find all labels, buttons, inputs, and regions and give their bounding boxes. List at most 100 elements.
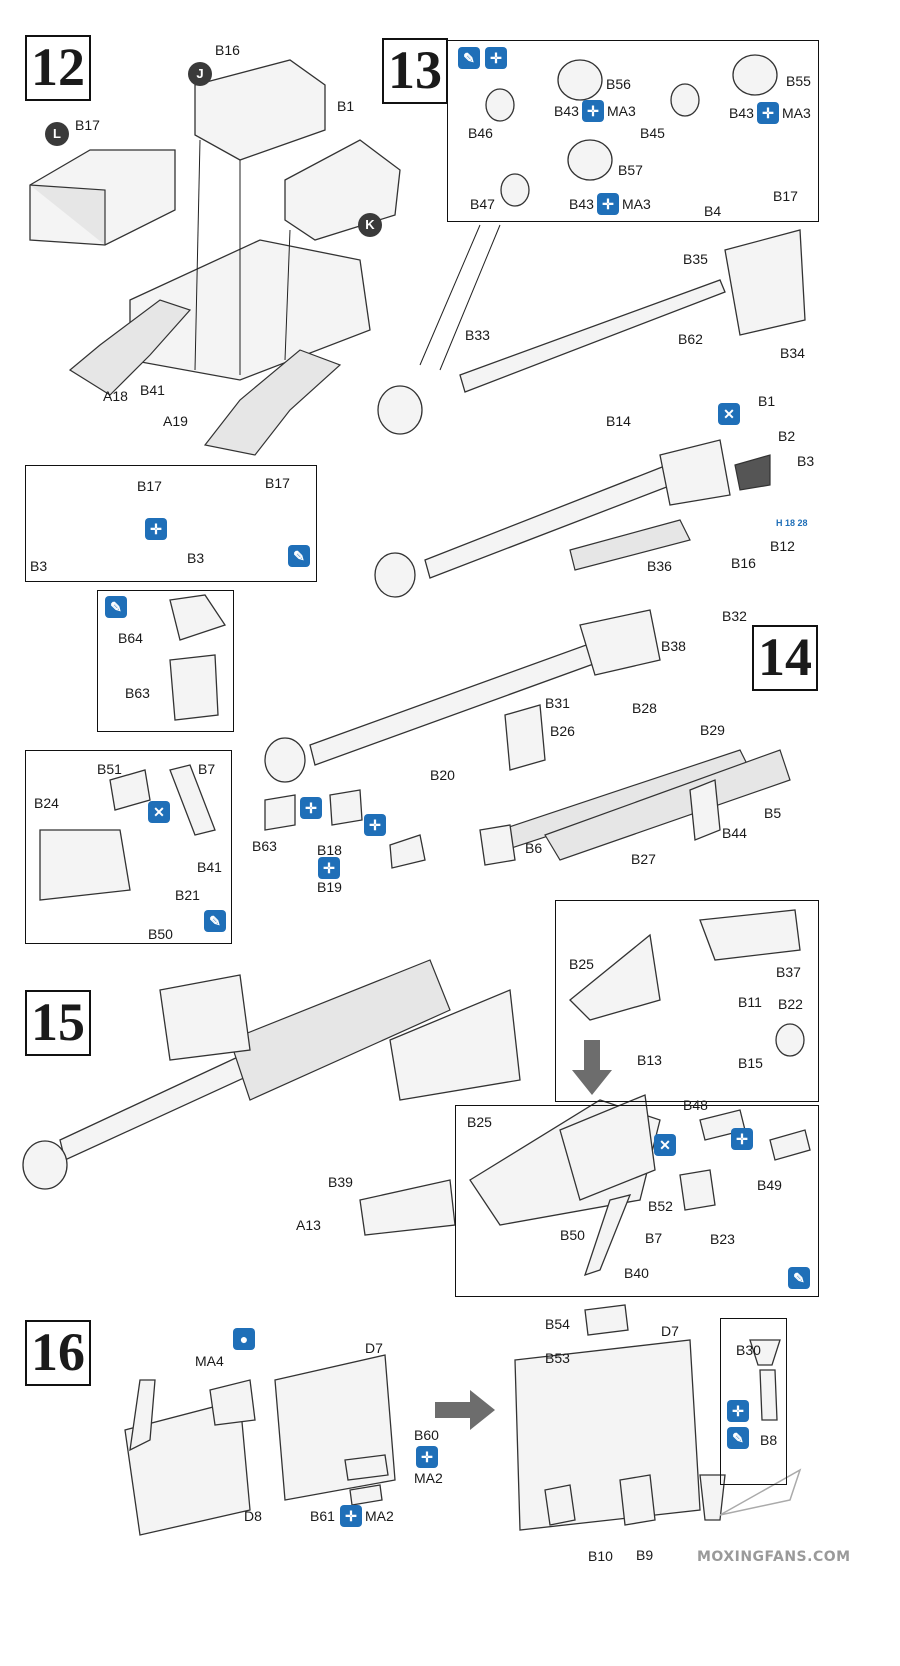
label-B34: B34: [780, 345, 805, 361]
label-B57: B57: [618, 162, 643, 178]
label-B25-a: B25: [569, 956, 594, 972]
label-D8: D8: [244, 1508, 262, 1524]
label-B18: B18: [317, 842, 342, 858]
step-number-15: 15: [25, 990, 91, 1056]
label-B17-c: B17: [265, 475, 290, 491]
badge-j: J: [188, 62, 212, 86]
label-B3-b: B3: [187, 550, 205, 566]
down-arrow: [572, 1040, 612, 1095]
label-B61: B61: [310, 1508, 335, 1524]
label-B26: B26: [550, 723, 575, 739]
label-B63-a: B63: [125, 685, 150, 701]
part-B2: [734, 454, 771, 491]
label-B46: B46: [468, 125, 493, 141]
trail-left: [159, 974, 251, 1061]
label-B4: B4: [704, 203, 722, 219]
panel-right: [559, 1094, 656, 1201]
cement-icon: ✛: [757, 102, 779, 124]
label-B14: B14: [606, 413, 631, 429]
label-B16: B16: [215, 42, 240, 58]
remove-icon: ✕: [148, 801, 170, 823]
cement-icon: ✛: [582, 100, 604, 122]
glue-brush-icon: ✎: [288, 545, 310, 567]
breech-step14: [579, 609, 661, 676]
label-B30: B30: [736, 1342, 761, 1358]
cement-icon: ✛: [340, 1505, 362, 1527]
cement-icon: ✛: [597, 193, 619, 215]
label-B55: B55: [786, 73, 811, 89]
label-MA3-c: MA3: [622, 196, 651, 212]
step-number-13: 13: [382, 38, 448, 104]
part-B37: [699, 909, 801, 961]
cement-icon: ✛: [318, 857, 340, 879]
shield-D8: [124, 1399, 251, 1536]
step-number-14: 14: [752, 625, 818, 691]
shield-D7: [274, 1354, 396, 1501]
step-number-16: 16: [25, 1320, 91, 1386]
label-B17-a: B17: [773, 188, 798, 204]
step12-drawing: [29, 59, 401, 456]
label-B24: B24: [34, 795, 59, 811]
label-B2: B2: [778, 428, 796, 444]
label-MA2-a: MA2: [414, 1470, 443, 1486]
cement-icon: ✛: [300, 797, 322, 819]
label-B41-15: B41: [197, 859, 222, 875]
label-D7-a: D7: [365, 1340, 383, 1356]
part-B6: [479, 824, 516, 866]
label-B52: B52: [648, 1198, 673, 1214]
label-B1-13: B1: [758, 393, 776, 409]
cement-icon: ✛: [145, 518, 167, 540]
label-B45: B45: [640, 125, 665, 141]
label-B1: B1: [337, 98, 355, 114]
label-B28: B28: [632, 700, 657, 716]
label-B13: B13: [637, 1052, 662, 1068]
label-B32: B32: [722, 608, 747, 624]
step13-drawing: [374, 54, 806, 598]
label-B41: B41: [140, 382, 165, 398]
breech-B34: [724, 229, 806, 336]
label-B43-b: B43: [729, 105, 754, 121]
label-B63-b: B63: [252, 838, 277, 854]
label-B9: B9: [636, 1547, 654, 1563]
label-B7: B7: [198, 761, 216, 777]
badge-l: L: [45, 122, 69, 146]
label-B25-b: B25: [467, 1114, 492, 1130]
label-B43-c: B43: [569, 196, 594, 212]
label-B20: B20: [430, 767, 455, 783]
remove-icon: ✕: [654, 1134, 676, 1156]
cement-icon: ✛: [364, 814, 386, 836]
label-B29: B29: [700, 722, 725, 738]
part-B39: [359, 1179, 456, 1236]
watermark: MOXINGFANS.COM: [697, 1549, 851, 1565]
track-A19: [203, 349, 342, 456]
part-B44: [689, 779, 721, 841]
label-B49: B49: [757, 1177, 782, 1193]
label-MA3-a: MA3: [607, 103, 636, 119]
label-B19: B19: [317, 879, 342, 895]
glue-brush-icon: ✎: [788, 1267, 810, 1289]
label-B12: B12: [770, 538, 795, 554]
label-B36: B36: [647, 558, 672, 574]
cradle-B27: [544, 749, 791, 861]
cement-icon: ✛: [727, 1400, 749, 1422]
label-B44: B44: [722, 825, 747, 841]
label-B62: B62: [678, 331, 703, 347]
part-B30: [749, 1339, 781, 1366]
right-arrow: [435, 1390, 495, 1430]
label-B50-a: B50: [148, 926, 173, 942]
breech-block: [659, 439, 731, 506]
label-B6: B6: [525, 840, 543, 856]
part-B1-deck: [284, 139, 401, 241]
part-B8-tube: [759, 1369, 778, 1421]
label-B47: B47: [470, 196, 495, 212]
label-B7-b: B7: [645, 1230, 663, 1246]
part-MA4: [209, 1379, 256, 1426]
label-B64: B64: [118, 630, 143, 646]
label-B60: B60: [414, 1427, 439, 1443]
label-B3-a: B3: [30, 558, 48, 574]
label-B10: B10: [588, 1548, 613, 1564]
label-B31: B31: [545, 695, 570, 711]
cement-icon: ✛: [416, 1446, 438, 1468]
label-B8: B8: [760, 1432, 778, 1448]
cement-icon: ✛: [731, 1128, 753, 1150]
